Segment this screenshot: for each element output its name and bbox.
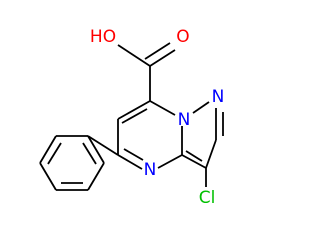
pyrimidine-nitrogen-label: N — [144, 160, 157, 180]
bond-phenyl-5-6 — [87, 162, 105, 191]
bond-c5-n4-inner — [123, 148, 144, 161]
bond-c3-c3a-inner — [185, 150, 203, 162]
bond-phenyl-3-4 — [39, 162, 57, 191]
bond-n4-c3a — [157, 154, 183, 169]
molecule-structure: HO O N N N Cl — [39, 27, 225, 208]
bond-c7-c6-inner — [121, 108, 148, 124]
bond-n7a-c7 — [149, 100, 176, 116]
bond-c3-c3a-double — [181, 154, 207, 169]
bond-carbonyl-outer — [149, 49, 176, 67]
pyrazole-nitrogen-label: N — [212, 87, 225, 107]
bond-phenyl-6-1-double — [87, 135, 105, 164]
carbonyl-oxygen-label: O — [176, 27, 189, 47]
bond-c5-n4-double — [117, 154, 143, 170]
bond-phenyl-2-3-inner — [47, 142, 62, 165]
bond-phenyl-2-3-double — [39, 135, 57, 164]
structure-canvas: HO O N N N Cl — [39, 27, 225, 208]
bond-c5-phenyl — [87, 135, 119, 156]
bond-carboxyl-hydroxyl — [117, 44, 151, 67]
hydroxyl-label: HO — [90, 27, 116, 47]
bond-c7-c6-double — [117, 100, 151, 120]
bond-carbonyl-inner — [144, 42, 171, 60]
bond-n7a-n1 — [192, 101, 210, 114]
bond-c2-c3 — [205, 139, 217, 169]
bridge-nitrogen-label: N — [178, 110, 191, 130]
bond-phenyl-6-1-inner — [82, 142, 97, 165]
chlorine-label: Cl — [199, 188, 216, 208]
